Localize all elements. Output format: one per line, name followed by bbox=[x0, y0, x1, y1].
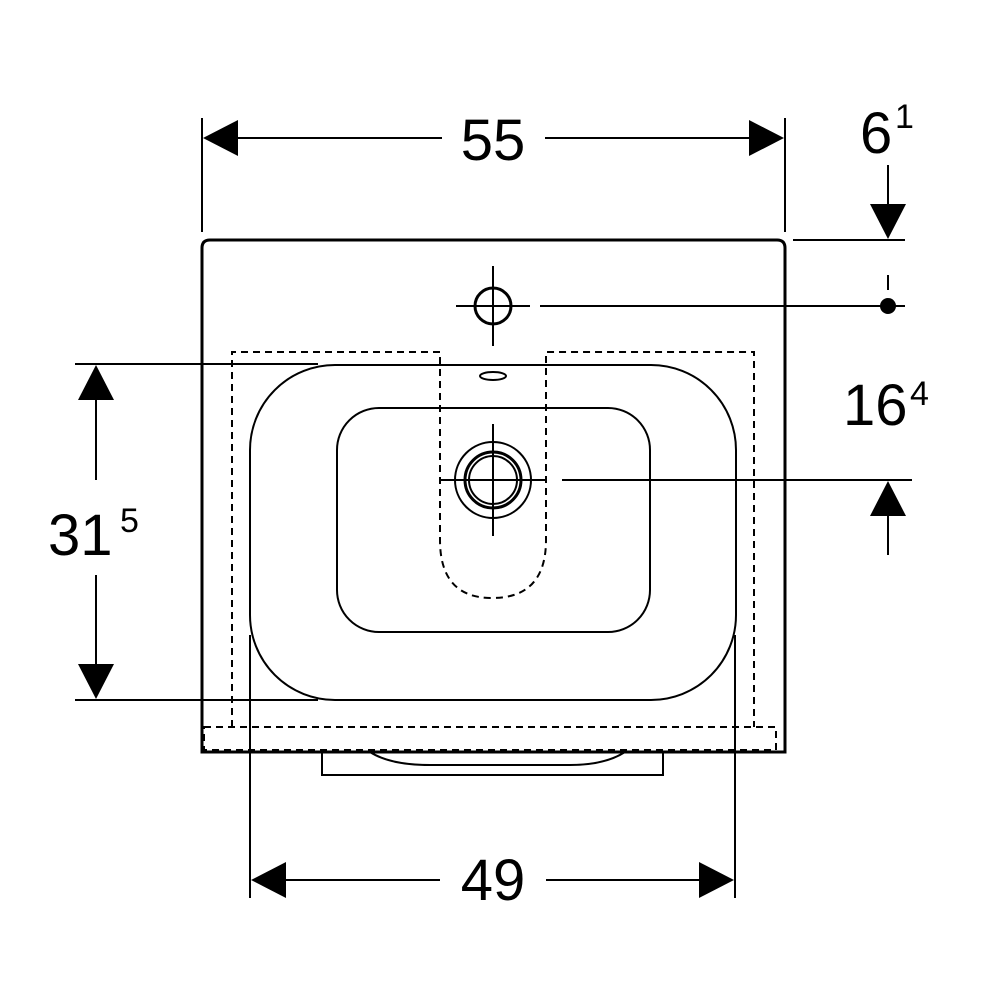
dimension-basin-depth: 31 5 bbox=[48, 363, 318, 701]
basin-outer-outline bbox=[200, 238, 787, 754]
arrowhead-icon bbox=[870, 481, 906, 516]
drain-icon bbox=[441, 424, 545, 536]
tap-hole-icon bbox=[456, 266, 530, 346]
dimension-tap-hole-offset: 6 1 bbox=[540, 98, 914, 314]
dim-label-tap-offset: 6 bbox=[860, 101, 892, 166]
arrowhead-icon bbox=[749, 120, 784, 156]
towel-rail bbox=[321, 751, 664, 776]
basin-rim bbox=[249, 364, 737, 701]
arrowhead-icon bbox=[251, 862, 286, 898]
arrowhead-icon bbox=[699, 862, 734, 898]
arrowhead-icon bbox=[203, 120, 238, 156]
front-ledge-outline bbox=[203, 726, 777, 751]
hidden-cabinet-outline bbox=[231, 351, 755, 727]
dim-label-tap-to-drain-sup: 4 bbox=[910, 375, 929, 413]
dim-label-basin-depth: 31 bbox=[48, 503, 113, 568]
dimension-basin-inner-width: 49 bbox=[249, 635, 736, 913]
dim-label-basin-inner-width: 49 bbox=[461, 848, 526, 913]
dim-label-tap-offset-sup: 1 bbox=[895, 98, 914, 136]
arrowhead-icon bbox=[870, 204, 906, 239]
dimension-overall-width: 55 bbox=[201, 108, 786, 232]
dimension-tap-to-drain: 16 4 bbox=[562, 373, 929, 555]
dimension-dot bbox=[880, 298, 896, 314]
dim-label-overall-width: 55 bbox=[461, 108, 526, 173]
basin-bowl bbox=[336, 407, 651, 633]
overflow-slot bbox=[479, 371, 507, 381]
arrowhead-icon bbox=[78, 664, 114, 699]
dim-label-basin-depth-sup: 5 bbox=[120, 502, 139, 540]
dim-label-tap-to-drain: 16 bbox=[843, 373, 908, 438]
arrowhead-icon bbox=[78, 365, 114, 400]
